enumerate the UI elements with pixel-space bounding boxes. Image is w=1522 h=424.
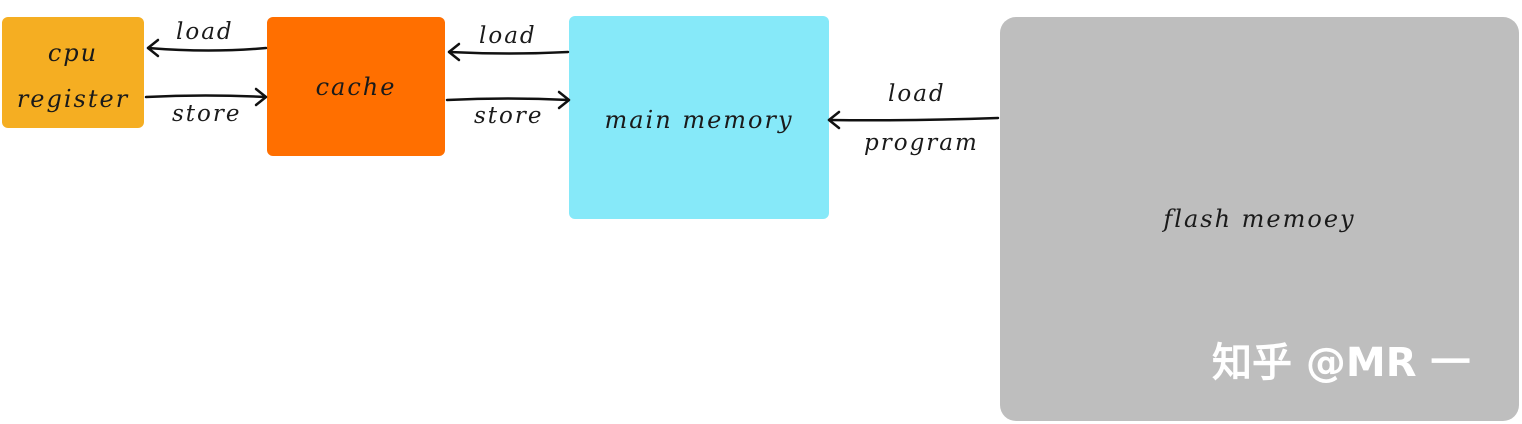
flash-memory-box: flash memoey xyxy=(1000,17,1519,421)
arrowhead-cpu-to-cache xyxy=(254,87,268,107)
cache-label: cache xyxy=(315,73,397,101)
flash-memory-label: flash memoey xyxy=(1163,205,1356,233)
arrow-cache-to-cpu xyxy=(146,46,268,52)
edge-label-cache-to-cpu: load xyxy=(176,19,234,45)
cpu-register-box: cpu register xyxy=(2,17,144,128)
main-memory-box: main memory xyxy=(569,16,829,219)
arrow-cache-to-main xyxy=(445,97,571,102)
arrow-main-to-cache xyxy=(447,50,570,55)
edge-label-flash-to-main-program: program xyxy=(864,130,979,156)
main-memory-label: main memory xyxy=(604,106,794,134)
edge-label-cache-to-main: store xyxy=(474,103,544,129)
cpu-label: cpu xyxy=(47,39,99,67)
cache-box: cache xyxy=(267,17,445,156)
edge-label-main-to-cache: load xyxy=(479,23,537,49)
arrowhead-cache-to-main xyxy=(557,90,571,110)
arrowhead-flash-to-main xyxy=(827,110,841,130)
arrowhead-main-to-cache xyxy=(447,42,461,62)
edge-label-flash-to-main-load: load xyxy=(888,81,946,107)
register-label: register xyxy=(16,85,130,113)
edge-label-cpu-to-cache: store xyxy=(172,101,242,127)
arrow-cpu-to-cache xyxy=(144,94,268,99)
arrowhead-cache-to-cpu xyxy=(146,38,160,58)
watermark: 知乎 @MR 一 xyxy=(1212,340,1471,386)
arrow-flash-to-main xyxy=(827,116,1000,122)
